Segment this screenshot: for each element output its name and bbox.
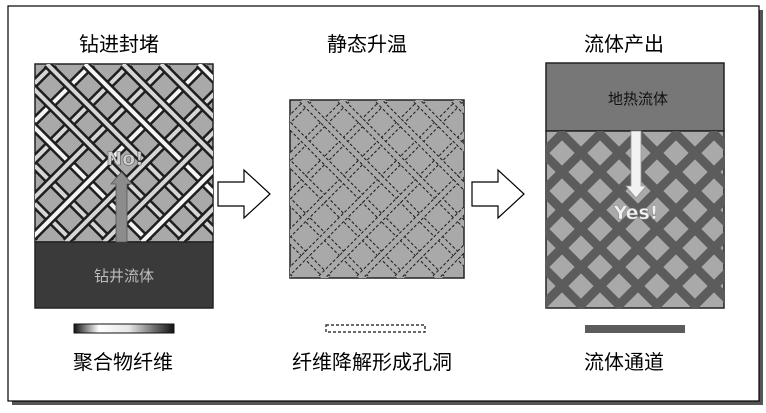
channel-bar (555, 131, 724, 303)
void-interior (300, 100, 464, 266)
fiber-bar (35, 64, 208, 238)
channel-bar (574, 155, 724, 308)
channel-bar (593, 131, 724, 265)
geothermal-fluid-label: 地热流体 (608, 90, 668, 108)
fiber-bar (121, 64, 213, 157)
void-interior (290, 100, 463, 275)
flow-arrow (625, 130, 647, 199)
channel-bar (669, 131, 724, 189)
flow-arrow-label: Yes! (613, 202, 659, 224)
channel-bar (631, 131, 724, 227)
channel-bar (546, 225, 626, 308)
void-interior (414, 100, 464, 152)
stage-title-production: 流体产出 (584, 32, 664, 56)
fiber-bar (35, 64, 94, 124)
void-interior (338, 100, 464, 228)
fiber-bar (102, 130, 213, 242)
geothermal-fluid-zone (545, 62, 725, 132)
panel-heating (289, 99, 465, 279)
channel-bar (546, 149, 702, 308)
fiber-bar (64, 92, 213, 242)
legend-label-fluid-channel: 流体通道 (584, 350, 664, 374)
fiber-bar (35, 64, 132, 162)
degraded-fiber-voids (290, 100, 464, 278)
blocked-arrow-shaft (110, 171, 133, 243)
fiber-bar (35, 64, 170, 200)
channel-bar (546, 131, 683, 271)
channel-bar (650, 231, 724, 308)
drilling-fluid-zone (34, 241, 214, 309)
legend-label-polymer-fiber: 聚合物纤维 (73, 350, 173, 374)
fiber-bar (159, 64, 213, 119)
blocked-arrow-label: No! (106, 148, 144, 170)
fiber-bar (45, 64, 213, 233)
void-interior (290, 100, 425, 237)
void-interior (290, 198, 368, 278)
fiber-bar (35, 201, 75, 242)
drilling-fluid-label: 钻井流体 (94, 267, 154, 285)
legend-swatch-degraded-fiber (325, 324, 426, 333)
fiber-bar (35, 87, 189, 242)
process-arrow-2 (471, 168, 525, 220)
channel-bar (612, 193, 724, 308)
fiber-bar (35, 163, 113, 242)
process-arrow-1 (217, 168, 271, 220)
fiber-bar (83, 64, 213, 195)
legend-label-degraded-fiber: 纤维降解形成孔洞 (292, 350, 452, 374)
channel-bar (546, 131, 645, 233)
legend-swatch-polymer-fiber (73, 323, 175, 334)
polymer-fiber-mesh (35, 64, 213, 242)
void-interior (290, 122, 444, 278)
legend-swatch-fluid-channel (585, 325, 685, 333)
void-interior (395, 207, 464, 278)
void-interior (290, 236, 330, 278)
panel-production: Yes! 地热流体 (545, 62, 725, 309)
channel-bar (546, 131, 721, 308)
void-interior (290, 100, 387, 199)
channel-bar (546, 263, 588, 308)
fiber-bar (140, 168, 213, 242)
fiber-bar (178, 206, 213, 242)
stage-title-drilling: 钻进封堵 (79, 32, 159, 56)
void-interior (357, 169, 464, 278)
void-interior (290, 160, 406, 278)
void-interior (319, 131, 464, 278)
channel-bar (546, 131, 607, 195)
stage-title-heating: 静态升温 (327, 32, 407, 56)
channel-bar (546, 187, 664, 308)
channel-bar (688, 269, 724, 308)
panel-drilling: No! 钻井流体 (34, 63, 214, 309)
void-interior (290, 100, 349, 161)
fluid-channel-mesh (546, 131, 724, 308)
void-interior (376, 100, 464, 190)
